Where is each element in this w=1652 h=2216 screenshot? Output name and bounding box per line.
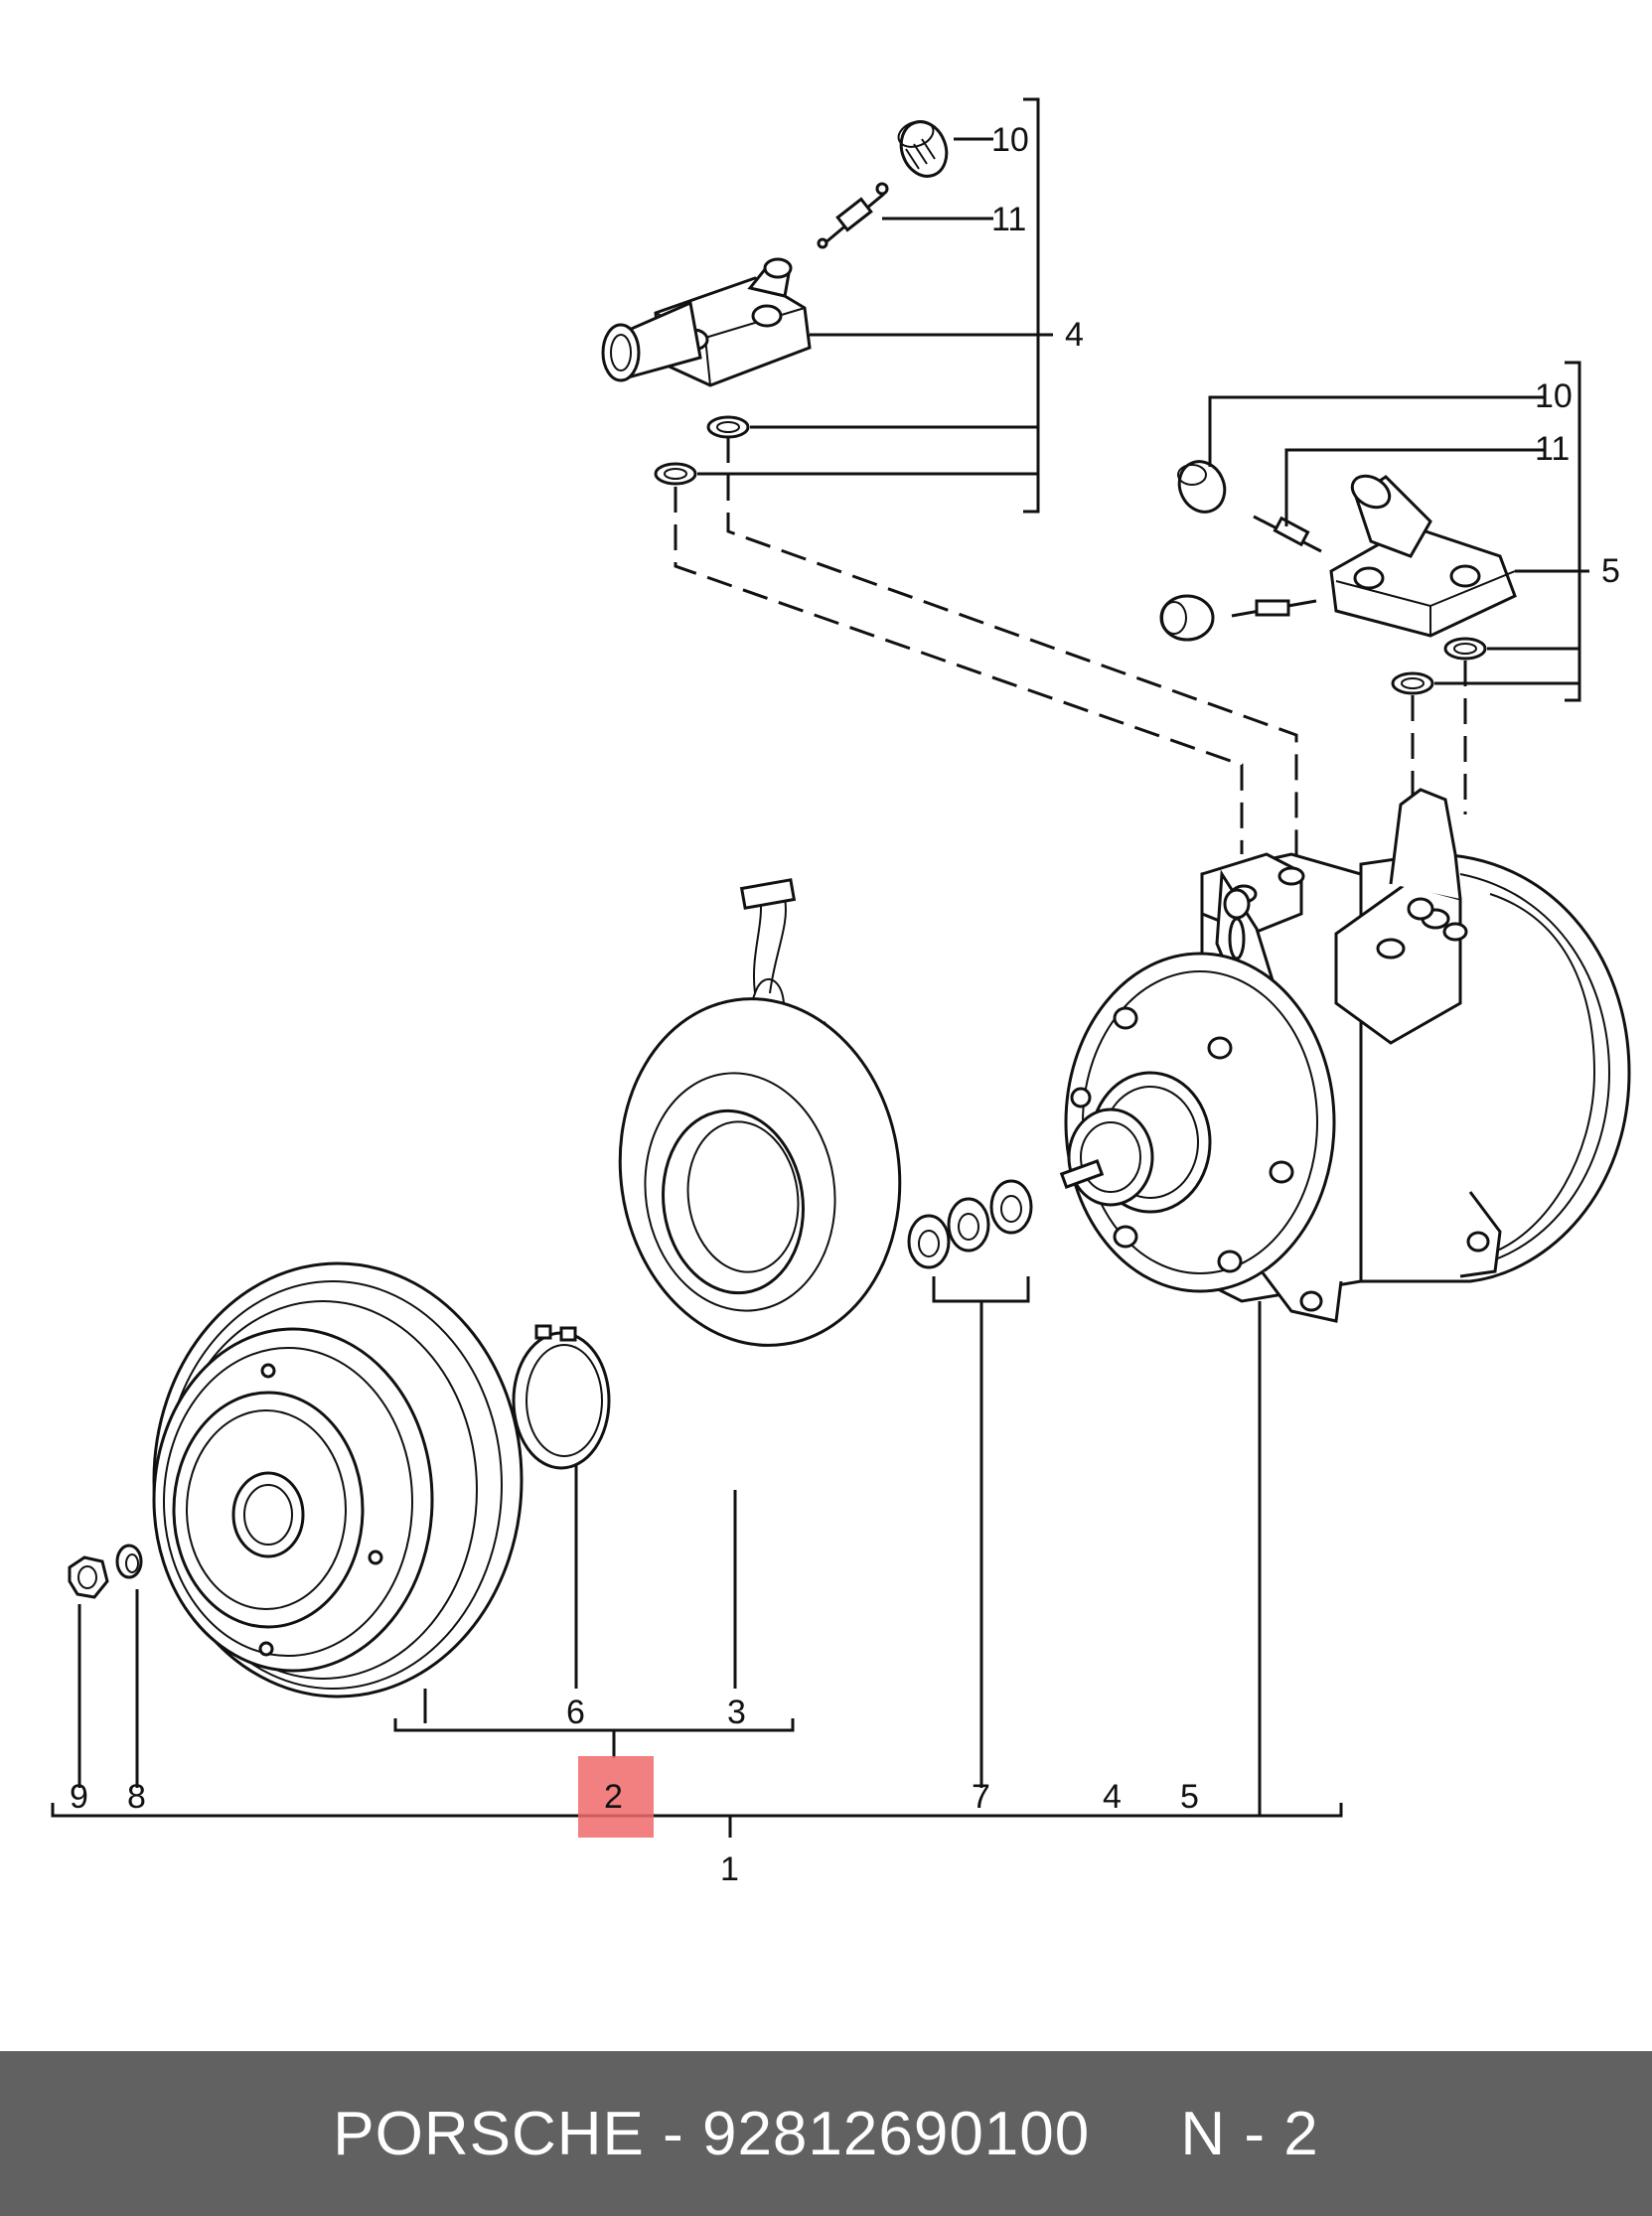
o-ring-top-2 — [654, 462, 697, 486]
top-service-fitting — [601, 120, 949, 486]
o-ring-top-1 — [706, 415, 750, 439]
valve-core-right-upper — [1253, 515, 1322, 553]
callout-10-right: 10 — [1535, 377, 1573, 415]
bottom-brackets — [51, 1301, 1343, 1838]
callout-9: 9 — [70, 1778, 88, 1816]
callout-5-bottom: 5 — [1180, 1778, 1199, 1816]
callout-11-right: 11 — [1535, 430, 1570, 468]
callout-8: 8 — [127, 1778, 146, 1816]
callout-2: 2 — [604, 1778, 623, 1816]
fitting-block-top — [601, 257, 812, 387]
callout-10-top: 10 — [991, 121, 1029, 159]
footer-bar: PORSCHE - 92812690100 N - 2 — [0, 2051, 1652, 2216]
right-service-fitting — [1159, 460, 1517, 695]
valve-cap-top — [897, 120, 949, 178]
assembly-dashed-paths — [674, 437, 1467, 864]
callout-4-bottom: 4 — [1103, 1778, 1122, 1816]
callout-3: 3 — [727, 1694, 746, 1731]
valve-core-top — [817, 182, 889, 249]
highlight-box — [578, 1756, 654, 1838]
valve-cap-right-lower — [1159, 594, 1215, 642]
callout-1: 1 — [720, 1850, 739, 1888]
callout-6: 6 — [566, 1694, 585, 1731]
top-group-leaders — [697, 97, 1053, 514]
lock-washer — [115, 1544, 143, 1788]
footer-part-label: PORSCHE - 92812690100 N - 2 — [333, 2099, 1319, 2168]
nut — [68, 1555, 109, 1788]
o-ring-right-2 — [1391, 671, 1434, 695]
clutch-pulley — [152, 1261, 524, 1723]
valve-core-right-lower — [1231, 599, 1317, 618]
callout-7: 7 — [972, 1778, 990, 1816]
exploded-parts-diagram: 10 11 4 10 11 5 6 3 9 8 2 7 4 5 1 — [51, 97, 1631, 1888]
snap-ring — [512, 1324, 611, 1689]
o-ring-right-1 — [1443, 637, 1487, 661]
fitting-block-right — [1329, 474, 1517, 638]
callout-11-top: 11 — [991, 201, 1026, 238]
callout-5-right: 5 — [1601, 552, 1620, 590]
valve-cap-right-upper — [1177, 460, 1227, 514]
compressor-body — [1059, 788, 1631, 1323]
field-coil — [618, 878, 902, 1689]
callout-4-top: 4 — [1065, 316, 1084, 354]
right-group-leaders — [1208, 361, 1589, 702]
shim-set — [907, 1179, 1033, 1788]
